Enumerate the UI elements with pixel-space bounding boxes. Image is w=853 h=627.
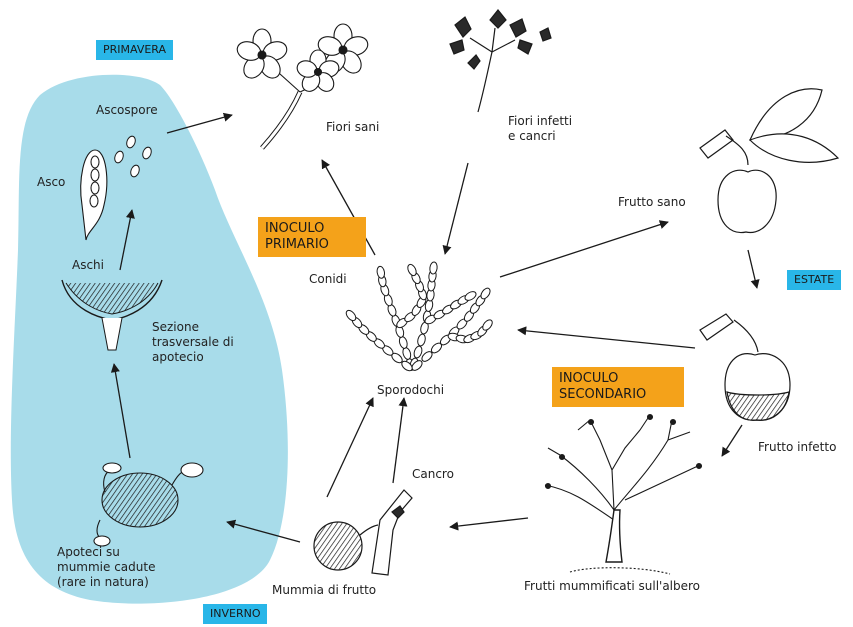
label-apothecia-1: Apoteci su xyxy=(57,545,155,560)
label-ascospores: Ascospore xyxy=(96,103,158,118)
label-apothecia-3: (rare in natura) xyxy=(57,575,155,590)
arrow-tree-to-mummy xyxy=(450,518,528,527)
label-mummified-on-tree: Frutti mummificati sull'albero xyxy=(524,579,700,594)
conidia-icon xyxy=(344,262,494,373)
inoculum-secondary-line-1: INOCULO xyxy=(559,371,677,387)
label-healthy-fruit: Frutto sano xyxy=(618,195,686,210)
label-conidia: Conidi xyxy=(309,272,347,287)
arrow-conidia-to-healthy-fruit xyxy=(500,222,668,277)
label-apothecium-section-3: apotecio xyxy=(152,350,234,365)
arrow-healthy-to-infected-fruit xyxy=(748,250,757,288)
arrow-canker-to-sporodochia xyxy=(393,398,404,483)
label-infected-flowers-1: Fiori infetti xyxy=(508,114,572,129)
conidium xyxy=(429,262,438,275)
label-ascus: Asco xyxy=(37,175,65,190)
season-tag-winter: INVERNO xyxy=(203,604,267,624)
conidium xyxy=(413,345,424,359)
season-tag-summer: ESTATE xyxy=(787,270,841,290)
label-healthy-flowers: Fiori sani xyxy=(326,120,379,135)
inoculum-primary-line-2: PRIMARIO xyxy=(265,237,359,253)
arrow-infected-flowers-to-conidia xyxy=(445,163,468,254)
conidium xyxy=(398,336,409,350)
label-asci: Aschi xyxy=(72,258,104,273)
season-tag-spring: PRIMAVERA xyxy=(96,40,173,60)
arrow-infected-fruit-to-tree xyxy=(722,425,742,456)
label-canker: Cancro xyxy=(412,467,454,482)
infected-fruit-icon xyxy=(700,314,790,420)
tree-icon xyxy=(545,415,702,575)
mummy-canker-icon xyxy=(314,490,412,575)
label-infected-fruit: Frutto infetto xyxy=(758,440,836,455)
label-apothecium-section: Sezione trasversale di apotecio xyxy=(152,320,234,365)
inoculum-secondary-line-2: SECONDARIO xyxy=(559,387,677,403)
label-apothecium-section-1: Sezione xyxy=(152,320,234,335)
inoculum-primary-tag: INOCULO PRIMARIO xyxy=(258,217,366,257)
label-infected-flowers: Fiori infetti e cancri xyxy=(508,114,572,144)
arrow-mummy-to-sporodochia xyxy=(327,398,373,497)
label-apothecium-section-2: trasversale di xyxy=(152,335,234,350)
label-apothecia-2: mummie cadute xyxy=(57,560,155,575)
label-infected-flowers-2: e cancri xyxy=(508,129,572,144)
inoculum-primary-line-1: INOCULO xyxy=(265,221,359,237)
conidium xyxy=(402,347,413,361)
healthy-fruit-icon xyxy=(700,89,838,233)
conidium xyxy=(417,333,427,346)
label-apothecia-on-mummies: Apoteci su mummie cadute (rare in natura… xyxy=(57,545,155,590)
label-sporodochia: Sporodochi xyxy=(377,383,444,398)
label-fruit-mummy: Mummia di frutto xyxy=(272,583,376,598)
arrow-infected-fruit-to-conidia xyxy=(518,330,695,348)
inoculum-secondary-tag: INOCULO SECONDARIO xyxy=(552,367,684,407)
conidium xyxy=(376,266,385,279)
infected-flowers-icon xyxy=(450,10,551,112)
